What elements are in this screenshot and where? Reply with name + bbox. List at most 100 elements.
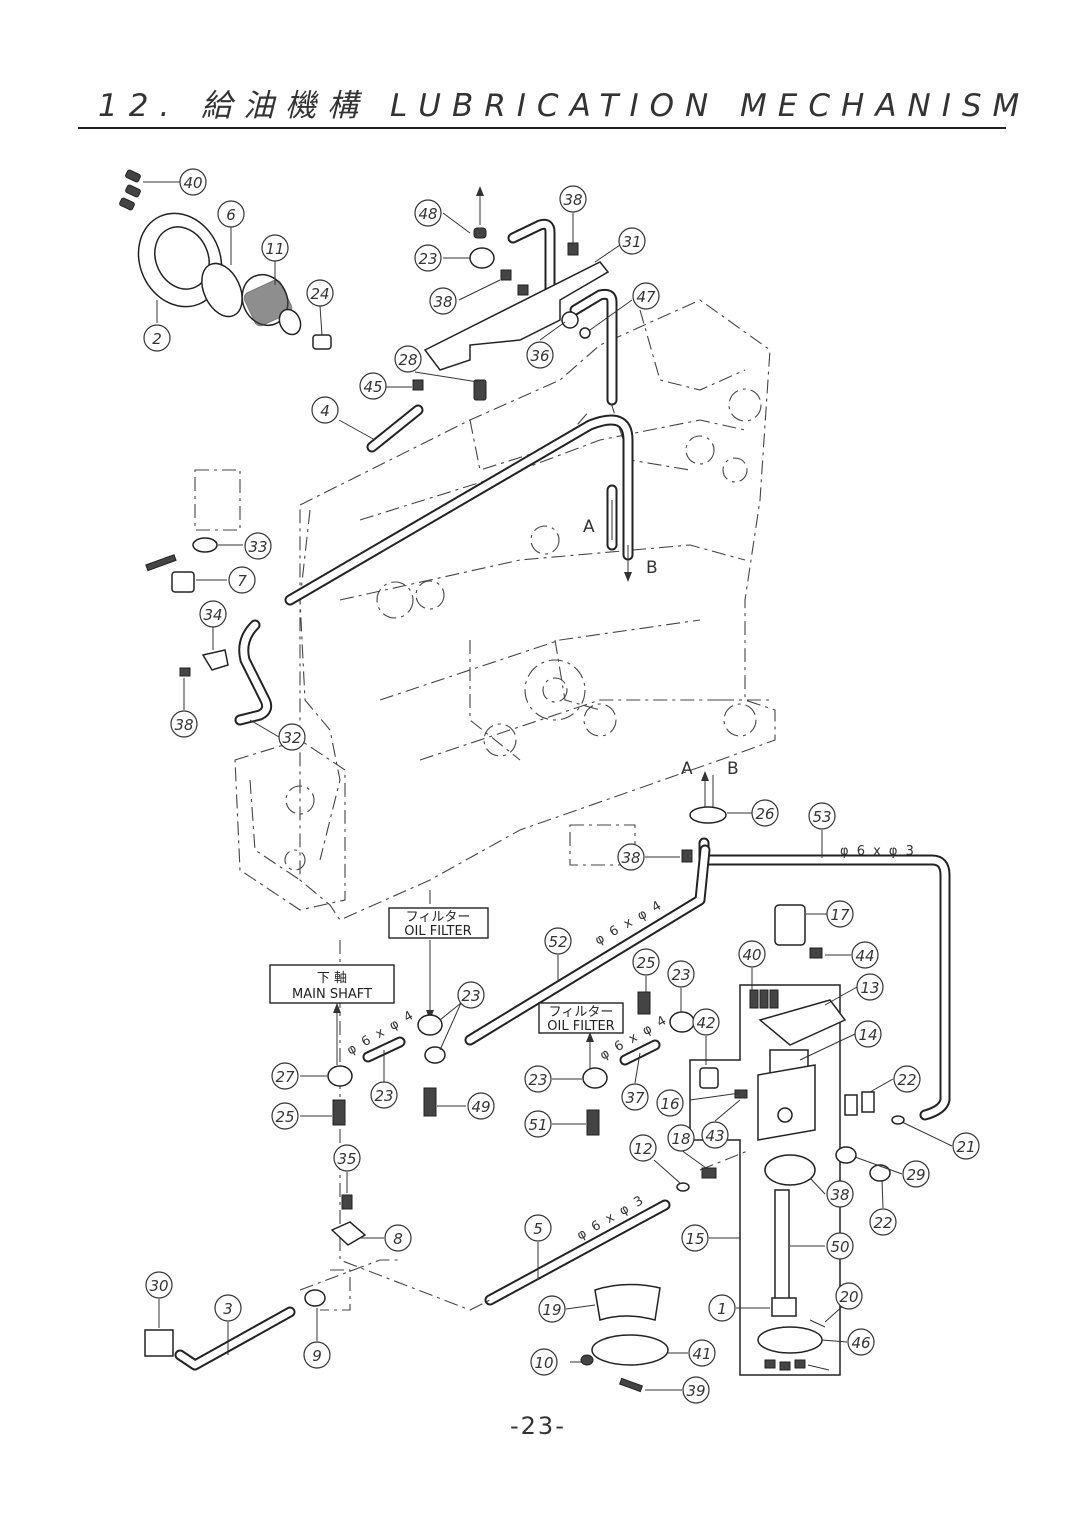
- callout-52: 52: [544, 927, 572, 955]
- callout-40: 40: [179, 168, 207, 196]
- callout-5: 5: [524, 1214, 552, 1242]
- callout-number: 44: [855, 947, 874, 965]
- callout-number: 25: [275, 1108, 294, 1126]
- callout-35: 35: [333, 1144, 361, 1172]
- callout-number: 38: [621, 849, 640, 867]
- callout-25: 25: [632, 948, 660, 976]
- callout-23: 23: [457, 981, 485, 1009]
- svg-text:下 軸: 下 軸: [317, 971, 347, 986]
- callout-number: 26: [755, 805, 774, 823]
- callout-number: 49: [471, 1098, 490, 1116]
- callout-number: 25: [636, 954, 655, 972]
- callout-49: 49: [467, 1092, 495, 1120]
- callout-23: 23: [370, 1081, 398, 1109]
- callout-number: 48: [418, 205, 437, 223]
- callout-22: 22: [893, 1065, 921, 1093]
- callout-number: 33: [248, 538, 267, 556]
- callout-number: 53: [812, 808, 831, 826]
- callout-number: 14: [858, 1026, 877, 1044]
- callout-number: 5: [533, 1220, 543, 1238]
- callout-number: 45: [363, 378, 382, 396]
- callout-number: 15: [685, 1230, 704, 1248]
- callout-number: 18: [671, 1130, 690, 1148]
- callout-number: 8: [393, 1230, 403, 1248]
- callout-29: 29: [902, 1160, 930, 1188]
- callout-51: 51: [524, 1110, 552, 1138]
- callout-44: 44: [851, 941, 879, 969]
- callout-number: 28: [398, 351, 417, 369]
- title-rule: [78, 127, 1006, 129]
- callout-number: 38: [830, 1186, 849, 1204]
- callout-number: 36: [530, 347, 549, 365]
- callout-number: 12: [633, 1140, 652, 1158]
- leader-lines: [143, 181, 953, 1391]
- callout-number: 35: [337, 1150, 356, 1168]
- callout-46: 46: [847, 1328, 875, 1356]
- callout-23: 23: [414, 244, 442, 272]
- callout-26: 26: [751, 799, 779, 827]
- callout-number: 34: [203, 606, 222, 624]
- pump-unit-outline: [299, 890, 841, 1376]
- callout-number: 16: [660, 1095, 679, 1113]
- callout-17: 17: [826, 900, 854, 928]
- callout-38: 38: [826, 1180, 854, 1208]
- callout-4: 4: [311, 396, 339, 424]
- callout-number: 39: [686, 1382, 705, 1400]
- oil-filter-label-2: フィルター OIL FILTER: [538, 1002, 624, 1034]
- callout-45: 45: [359, 372, 387, 400]
- callout-24: 24: [306, 279, 334, 307]
- callout-number: 9: [312, 1347, 322, 1365]
- callout-10: 10: [530, 1348, 558, 1376]
- callout-2: 2: [143, 324, 171, 352]
- svg-text:MAIN SHAFT: MAIN SHAFT: [292, 987, 372, 1002]
- svg-text:OIL FILTER: OIL FILTER: [404, 924, 471, 939]
- callout-number: 40: [742, 946, 761, 964]
- callout-number: 17: [830, 906, 850, 924]
- callout-42: 42: [692, 1008, 720, 1036]
- svg-text:フィルター: フィルター: [406, 910, 471, 925]
- svg-text:フィルター: フィルター: [549, 1005, 614, 1020]
- callout-38: 38: [617, 843, 645, 871]
- callout-15: 15: [681, 1224, 709, 1252]
- callout-number: 29: [906, 1166, 925, 1184]
- callout-41: 41: [688, 1339, 716, 1367]
- callout-number: 4: [320, 402, 330, 420]
- callout-37: 37: [621, 1083, 649, 1111]
- callout-9: 9: [303, 1341, 331, 1369]
- callout-12: 12: [629, 1134, 657, 1162]
- callout-number: 23: [418, 250, 437, 268]
- callout-number: 51: [528, 1116, 547, 1134]
- callout-50: 50: [826, 1232, 854, 1260]
- callout-32: 32: [278, 723, 306, 751]
- callout-34: 34: [199, 600, 227, 628]
- callout-number: 30: [149, 1277, 168, 1295]
- callout-number: 40: [183, 174, 202, 192]
- callout-18: 18: [667, 1124, 695, 1152]
- callout-number: 46: [851, 1334, 870, 1352]
- callout-23: 23: [524, 1065, 552, 1093]
- callout-number: 2: [152, 330, 162, 348]
- callout-number: 31: [622, 233, 641, 251]
- callout-number: 19: [542, 1301, 561, 1319]
- svg-text:OIL FILTER: OIL FILTER: [547, 1019, 614, 1034]
- callout-number: 24: [310, 285, 329, 303]
- callout-number: 41: [692, 1345, 711, 1363]
- callout-number: 11: [265, 240, 284, 258]
- callout-28: 28: [394, 345, 422, 373]
- callout-21: 21: [952, 1132, 980, 1160]
- callout-23: 23: [667, 960, 695, 988]
- callout-number: 22: [873, 1214, 892, 1232]
- callout-33: 33: [244, 532, 272, 560]
- callout-number: 38: [174, 716, 193, 734]
- callout-8: 8: [384, 1224, 412, 1252]
- callout-number: 10: [534, 1354, 553, 1372]
- callout-53: 53: [808, 802, 836, 830]
- callout-7: 7: [228, 566, 256, 594]
- callout-number: 47: [636, 288, 656, 306]
- page-number: -23-: [510, 1412, 566, 1440]
- callout-number: 43: [705, 1127, 724, 1145]
- callout-number: 23: [461, 987, 480, 1005]
- main-shaft-label: 下 軸 MAIN SHAFT: [269, 964, 395, 1004]
- callout-number: 6: [226, 206, 236, 224]
